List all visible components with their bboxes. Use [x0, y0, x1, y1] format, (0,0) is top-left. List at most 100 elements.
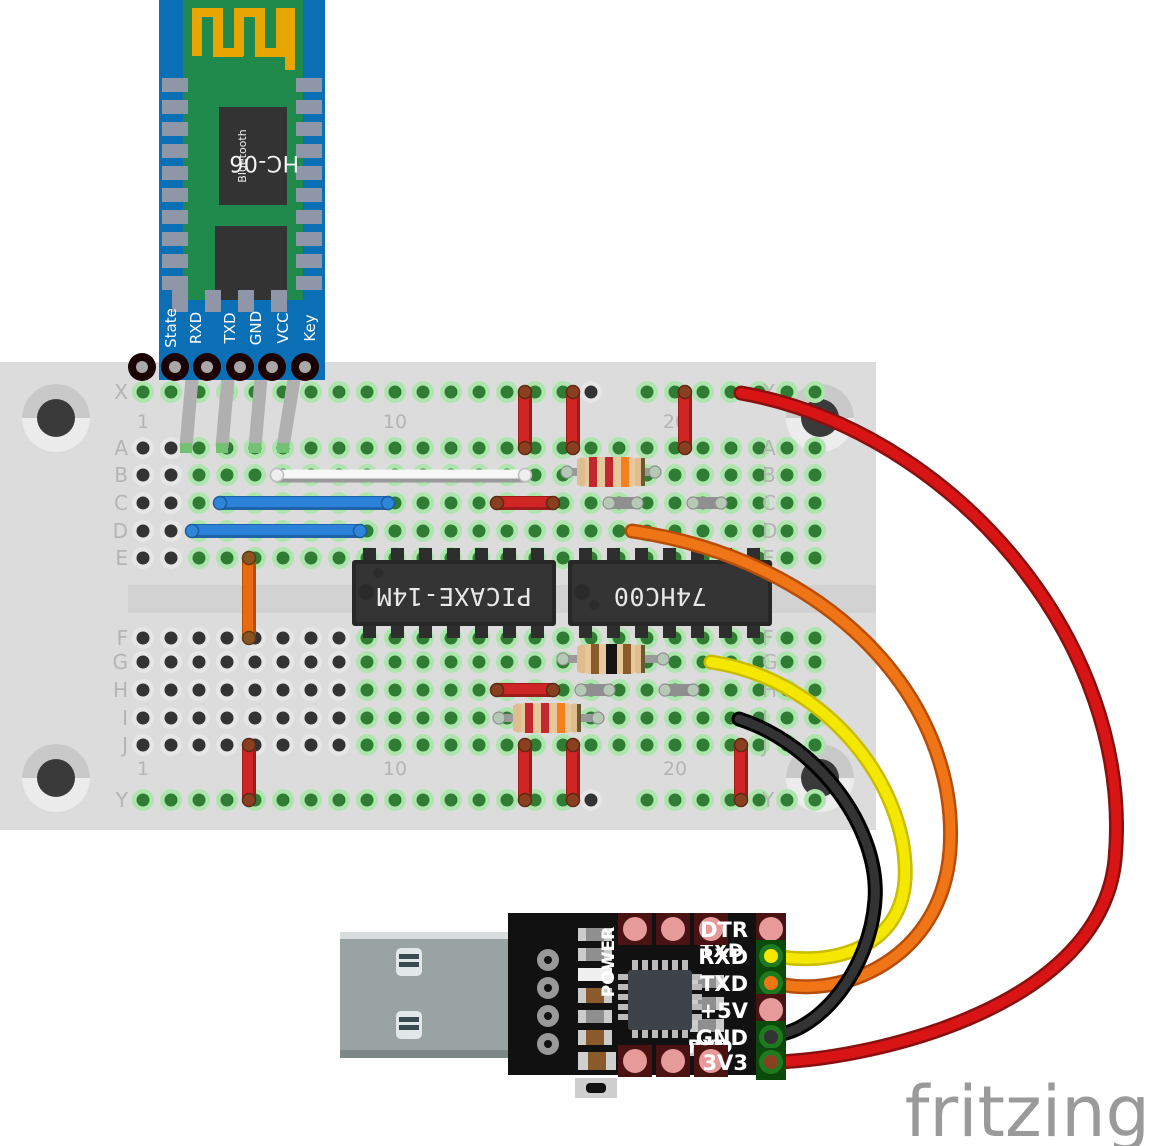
breadboard-hole-F-8[interactable] — [332, 631, 346, 645]
breadboard-hole-E-1[interactable] — [136, 551, 150, 565]
breadboard-hole-D-14[interactable] — [500, 524, 514, 538]
breadboard-hole-H-10[interactable] — [388, 683, 402, 697]
breadboard-hole-A-9[interactable] — [360, 441, 374, 455]
breadboard-hole-B-1[interactable] — [136, 468, 150, 482]
breadboard-hole-J-20[interactable] — [668, 738, 682, 752]
breadboard-hole-J-23[interactable] — [752, 738, 766, 752]
breadboard-hole-I-8[interactable] — [332, 711, 346, 725]
breadboard-hole-G-10[interactable] — [388, 655, 402, 669]
breadboard-hole-G-9[interactable] — [360, 655, 374, 669]
breadboard-hole-H-18[interactable] — [612, 683, 626, 697]
jumper-orange-vertical[interactable] — [241, 550, 257, 646]
breadboard-hole-H-23[interactable] — [752, 683, 766, 697]
breadboard-hole-E-24[interactable] — [780, 551, 794, 565]
breadboard-hole-I-7[interactable] — [304, 711, 318, 725]
breadboard-hole-D-17[interactable] — [584, 524, 598, 538]
breadboard-hole-E-25[interactable] — [808, 551, 822, 565]
breadboard-hole-H-4[interactable] — [220, 683, 234, 697]
breadboard-hole-D-22[interactable] — [724, 524, 738, 538]
breadboard-hole-I-6[interactable] — [276, 711, 290, 725]
breadboard-hole-Y-19[interactable] — [640, 793, 654, 807]
breadboard-hole-F-2[interactable] — [164, 631, 178, 645]
breadboard-hole-X-10[interactable] — [388, 385, 402, 399]
breadboard-hole-Y-23[interactable] — [752, 793, 766, 807]
breadboard-hole-J-11[interactable] — [416, 738, 430, 752]
breadboard-hole-X-13[interactable] — [472, 385, 486, 399]
breadboard-hole-H-7[interactable] — [304, 683, 318, 697]
breadboard-hole-H-19[interactable] — [640, 683, 654, 697]
breadboard-hole-J-7[interactable] — [304, 738, 318, 752]
breadboard-hole-H-6[interactable] — [276, 683, 290, 697]
breadboard-hole-C-11[interactable] — [416, 496, 430, 510]
breadboard-hole-H-11[interactable] — [416, 683, 430, 697]
breadboard-hole-G-24[interactable] — [780, 655, 794, 669]
breadboard-hole-G-4[interactable] — [220, 655, 234, 669]
breadboard-hole-H-8[interactable] — [332, 683, 346, 697]
breadboard-hole-B-25[interactable] — [808, 468, 822, 482]
resistor-22k-row-b[interactable] — [560, 457, 662, 487]
jumper-red-vertical-col8[interactable] — [517, 384, 533, 456]
breadboard-hole-Y-12[interactable] — [444, 793, 458, 807]
breadboard-hole-H-21[interactable] — [696, 683, 710, 697]
breadboard-hole-A-23[interactable] — [752, 441, 766, 455]
breadboard-hole-J-25[interactable] — [808, 738, 822, 752]
breadboard-hole-B-24[interactable] — [780, 468, 794, 482]
breadboard-hole-X-9[interactable] — [360, 385, 374, 399]
breadboard-hole-A-25[interactable] — [808, 441, 822, 455]
breadboard-hole-X-1[interactable] — [136, 385, 150, 399]
breadboard-hole-A-22[interactable] — [724, 441, 738, 455]
breadboard-hole-D-21[interactable] — [696, 524, 710, 538]
breadboard-hole-G-15[interactable] — [528, 655, 542, 669]
breadboard-hole-A-11[interactable] — [416, 441, 430, 455]
breadboard-hole-C-1[interactable] — [136, 496, 150, 510]
breadboard-hole-J-17[interactable] — [584, 738, 598, 752]
breadboard-hole-Y-24[interactable] — [780, 793, 794, 807]
breadboard-hole-Y-6[interactable] — [276, 793, 290, 807]
breadboard-hole-A-2[interactable] — [164, 441, 178, 455]
breadboard-hole-D-24[interactable] — [780, 524, 794, 538]
breadboard-hole-G-25[interactable] — [808, 655, 822, 669]
breadboard-hole-Y-13[interactable] — [472, 793, 486, 807]
breadboard-hole-H-22[interactable] — [724, 683, 738, 697]
jumper-red-vertical-col18[interactable] — [677, 384, 693, 456]
breadboard-hole-Y-14[interactable] — [500, 793, 514, 807]
breadboard-hole-I-21[interactable] — [696, 711, 710, 725]
breadboard-hole-E-8[interactable] — [332, 551, 346, 565]
jumper-red-vertical-col12[interactable] — [565, 384, 581, 456]
breadboard-hole-Y-8[interactable] — [332, 793, 346, 807]
wire-yellow-rxd[interactable] — [706, 657, 911, 964]
breadboard-hole-C-12[interactable] — [444, 496, 458, 510]
breadboard-hole-X-11[interactable] — [416, 385, 430, 399]
breadboard-hole-G-1[interactable] — [136, 655, 150, 669]
breadboard-hole-H-3[interactable] — [192, 683, 206, 697]
breadboard-hole-D-15[interactable] — [528, 524, 542, 538]
breadboard-hole-C-20[interactable] — [668, 496, 682, 510]
breadboard-hole-J-2[interactable] — [164, 738, 178, 752]
usb-adapter-bottom-pads[interactable] — [618, 1045, 728, 1077]
breadboard-hole-A-14[interactable] — [500, 441, 514, 455]
usb-adapter-top-pads[interactable] — [618, 913, 728, 945]
breadboard-hole-C-19[interactable] — [640, 496, 654, 510]
breadboard-hole-J-1[interactable] — [136, 738, 150, 752]
jumper-gray-short-2[interactable] — [686, 496, 728, 510]
jumper-blue-row-d[interactable] — [184, 523, 368, 539]
breadboard-hole-Y-11[interactable] — [416, 793, 430, 807]
breadboard-hole-B-21[interactable] — [696, 468, 710, 482]
breadboard-hole-I-12[interactable] — [444, 711, 458, 725]
breadboard-hole-D-12[interactable] — [444, 524, 458, 538]
breadboard-hole-B-22[interactable] — [724, 468, 738, 482]
breadboard-hole-B-3[interactable] — [192, 468, 206, 482]
breadboard-hole-D-11[interactable] — [416, 524, 430, 538]
breadboard-hole-D-1[interactable] — [136, 524, 150, 538]
jumper-red-vertical-bottom-col5[interactable] — [241, 737, 257, 808]
breadboard-hole-H-2[interactable] — [164, 683, 178, 697]
breadboard-hole-F-1[interactable] — [136, 631, 150, 645]
breadboard-hole-G-11[interactable] — [416, 655, 430, 669]
breadboard-hole-D-10[interactable] — [388, 524, 402, 538]
breadboard-hole-B-23[interactable] — [752, 468, 766, 482]
breadboard-hole-I-9[interactable] — [360, 711, 374, 725]
breadboard-hole-Y-20[interactable] — [668, 793, 682, 807]
breadboard-hole-H-12[interactable] — [444, 683, 458, 697]
breadboard-hole-X-12[interactable] — [444, 385, 458, 399]
breadboard-hole-X-8[interactable] — [332, 385, 346, 399]
